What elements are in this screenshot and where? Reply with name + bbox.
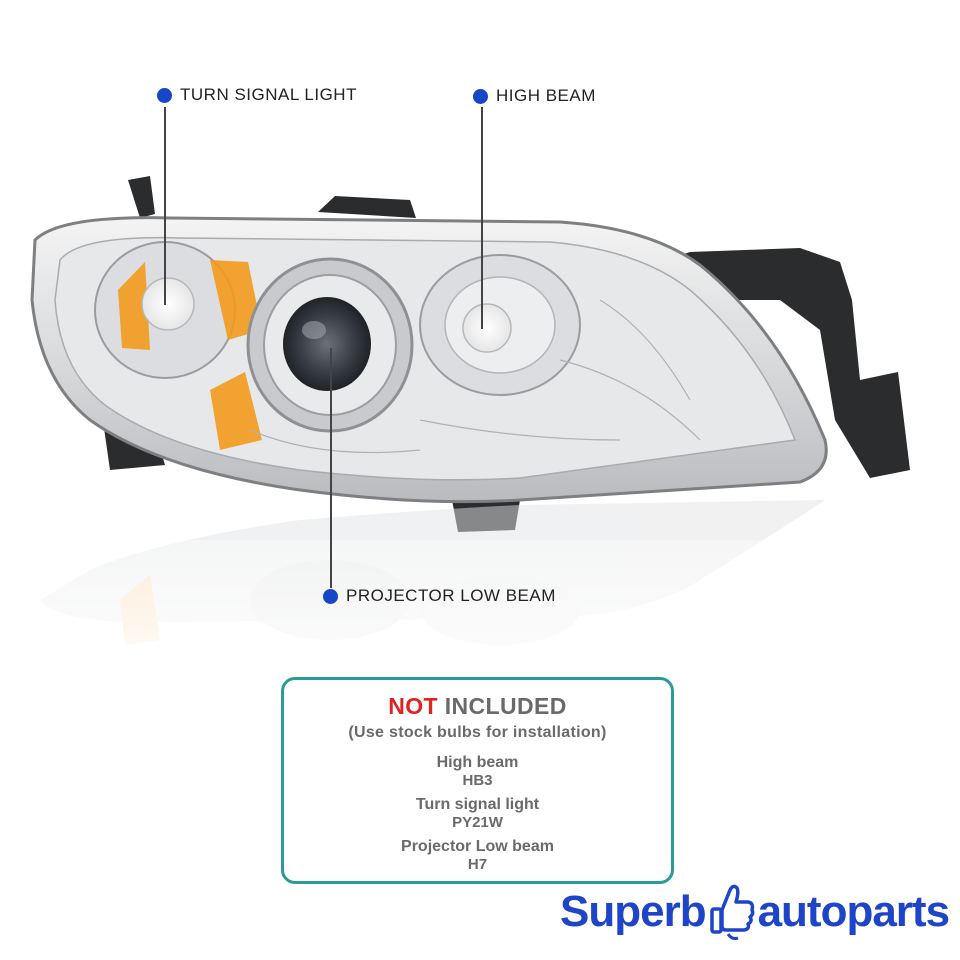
turn-signal-label: TURN SIGNAL LIGHT xyxy=(180,85,357,104)
callout-dot-icon xyxy=(473,88,488,104)
turn-signal-callout: TURN SIGNAL LIGHT xyxy=(157,85,357,105)
high-beam-leader-line xyxy=(481,107,483,329)
bulb-item-code: HB3 xyxy=(462,772,493,789)
thumbs-up-icon xyxy=(709,884,754,940)
high-beam-reflector xyxy=(419,254,581,396)
bulb-item: High beam HB3 xyxy=(284,754,671,789)
box-title-rest: INCLUDED xyxy=(444,693,567,719)
high-beam-callout: HIGH BEAM xyxy=(473,86,596,106)
bulb-item-name: Projector Low beam xyxy=(401,838,554,855)
callout-dot-icon xyxy=(157,87,172,103)
bulb-item-code: PY21W xyxy=(452,814,503,831)
box-subtitle: (Use stock bulbs for installation) xyxy=(348,724,607,741)
brand-name-part2: autoparts xyxy=(757,887,950,936)
brand-logo: Superb autoparts xyxy=(560,882,950,942)
bulb-item-name: Turn signal light xyxy=(415,796,540,813)
bulbs-not-included-box: NOT INCLUDED (Use stock bulbs for instal… xyxy=(281,677,674,884)
projector-leader-line xyxy=(330,348,332,588)
projector-low-beam-callout: PROJECTOR LOW BEAM xyxy=(323,586,556,606)
projector-low-beam-label: PROJECTOR LOW BEAM xyxy=(346,586,556,605)
high-beam-label: HIGH BEAM xyxy=(496,86,596,105)
turn-signal-reflector xyxy=(94,241,262,450)
callout-dot-icon xyxy=(323,588,338,604)
bulb-item-name: High beam xyxy=(436,754,519,771)
box-title-highlight: NOT xyxy=(388,693,438,719)
turn-signal-leader-line xyxy=(164,107,166,305)
projector-lens xyxy=(246,257,414,433)
box-title: NOT INCLUDED xyxy=(284,693,671,720)
brand-name-part1: Superb xyxy=(560,887,707,936)
bulb-item: Turn signal light PY21W xyxy=(284,796,671,831)
bulb-item: Projector Low beam H7 xyxy=(284,838,671,873)
bulb-item-code: H7 xyxy=(467,856,488,873)
